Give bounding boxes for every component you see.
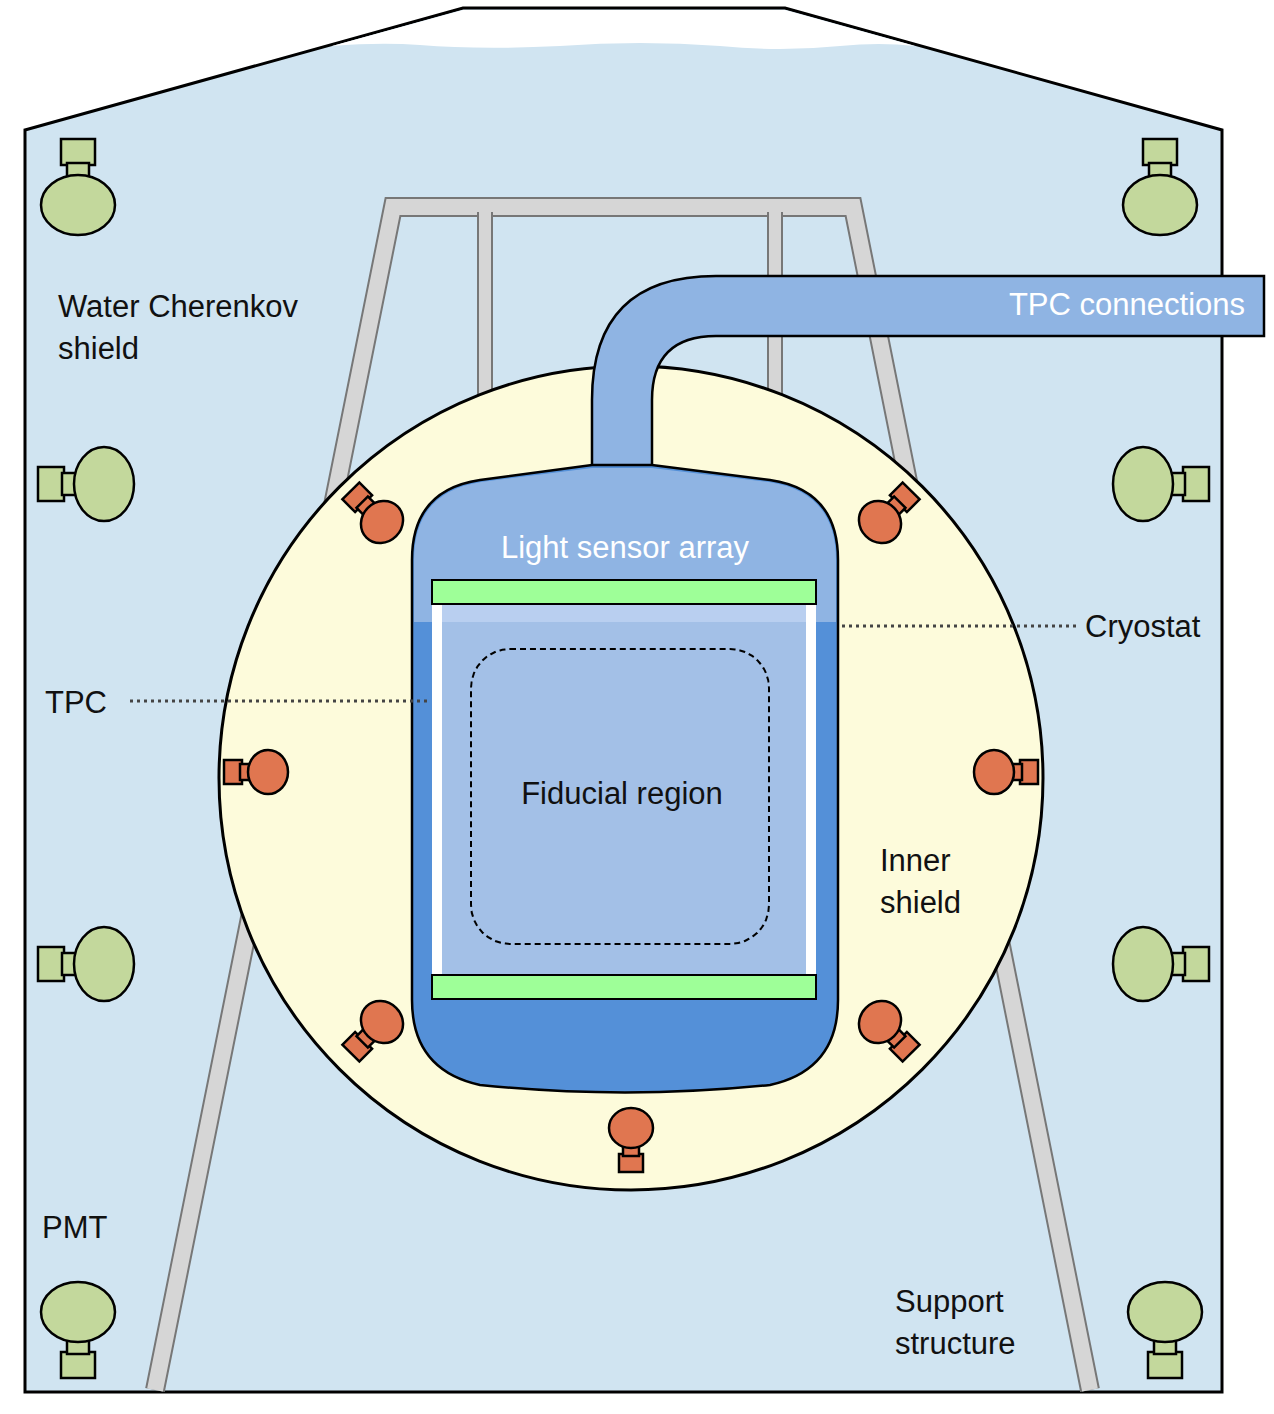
part-label: Support structure: [895, 1281, 1045, 1365]
connection-pipe: [592, 276, 1264, 475]
inner-shield: [219, 366, 1043, 1190]
cryostat-vessel: [412, 465, 838, 1093]
tpc-gas: [432, 603, 816, 623]
part-label: TPC: [45, 682, 135, 724]
node-label: Inner shield: [880, 840, 990, 924]
light-sensor-bar: [432, 580, 816, 604]
leader-line: [130, 700, 428, 703]
leader-line: [842, 625, 1076, 628]
tpc-liquid: [432, 622, 816, 976]
tpc-wall: [806, 603, 816, 976]
node-label: TPC connections: [655, 284, 1245, 326]
node-label: Fiducial region: [472, 773, 772, 815]
fiducial-box: Fiducial region: [470, 648, 770, 945]
water-surface: [332, 10, 915, 49]
pipe-label-box: TPC connections: [655, 276, 1264, 336]
part-label: Cryostat: [1085, 606, 1245, 648]
inner-shield-region: Inner shield Light sensor arrayFiducial r…: [220, 366, 1043, 1189]
tpc-wall: [432, 603, 442, 976]
node-label: Water Cherenkov shield: [58, 286, 358, 370]
light-sensor-bar: [432, 975, 816, 999]
water-tank: [25, 8, 1222, 1392]
part-label: PMT: [42, 1207, 142, 1249]
cryostat-region: Light sensor arrayFiducial region: [412, 465, 838, 1100]
node-label: Light sensor array: [412, 527, 838, 569]
